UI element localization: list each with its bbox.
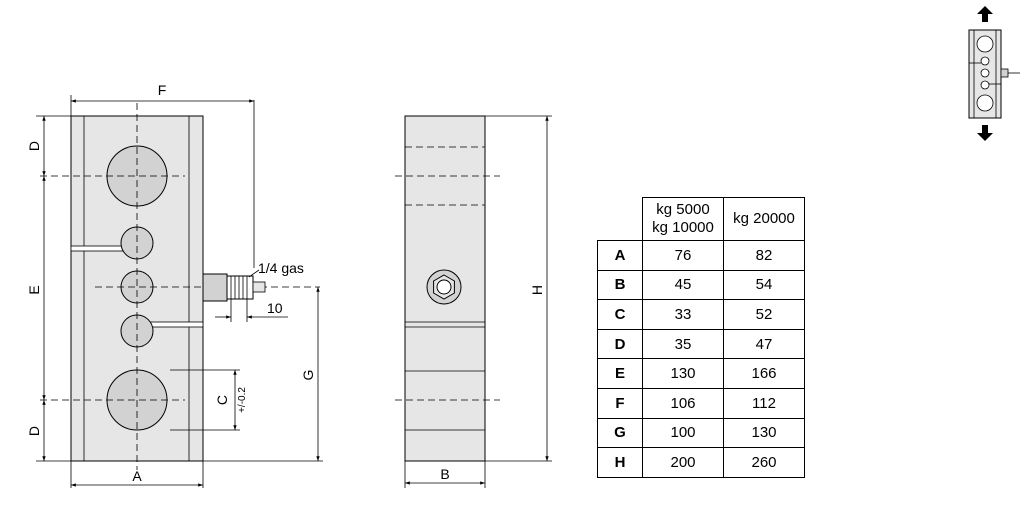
label-E: E — [26, 285, 42, 294]
cell-value: 130 — [723, 417, 805, 449]
table-row: G 100 130 — [597, 417, 805, 449]
cell-value: 33 — [642, 299, 724, 330]
cell-value: 76 — [642, 240, 724, 271]
cell-value: 260 — [723, 447, 805, 478]
center-hole — [120, 270, 154, 304]
label-D-top: D — [26, 141, 42, 151]
cell-value: 100 — [642, 417, 724, 449]
table-corner — [597, 197, 643, 241]
cell-value: 54 — [723, 269, 805, 301]
table-header-row: kg 5000 kg 10000 kg 20000 — [597, 197, 805, 241]
label-C-tolerance: +/-0.2 — [237, 387, 248, 413]
lower-slot — [147, 321, 204, 328]
side-view — [395, 115, 500, 462]
row-label: E — [597, 358, 643, 389]
front-dimensions — [36, 95, 323, 488]
label-C: C — [214, 395, 230, 405]
cell-value: 200 — [642, 447, 724, 478]
table-row: B 45 54 — [597, 269, 805, 301]
arrow-up-icon — [977, 6, 993, 22]
label-H: H — [529, 285, 545, 295]
orientation-icon — [968, 6, 1020, 141]
row-label: A — [597, 240, 643, 271]
header-col1-line1: kg 5000 — [656, 201, 710, 218]
table-row: H 200 260 — [597, 447, 805, 478]
side-connector-bore — [436, 279, 452, 295]
front-view — [40, 103, 320, 470]
cell-value: 82 — [723, 240, 805, 271]
table-row: E 130 166 — [597, 358, 805, 389]
lower-bending-hole — [120, 314, 154, 348]
table-row: C 33 52 — [597, 299, 805, 330]
cell-value: 47 — [723, 328, 805, 360]
cell-value: 130 — [642, 358, 724, 389]
connector-housing — [202, 273, 228, 302]
header-kg20000: kg 20000 — [723, 197, 805, 241]
table-row: F 106 112 — [597, 387, 805, 419]
row-label: F — [597, 387, 643, 419]
row-label: C — [597, 299, 643, 330]
cell-value: 106 — [642, 387, 724, 419]
dimension-table: kg 5000 kg 10000 kg 20000 A 76 82 B 45 5… — [597, 197, 805, 478]
cell-value: 112 — [723, 387, 805, 419]
label-F: F — [158, 82, 167, 98]
arrow-down-icon — [977, 125, 993, 141]
cell-value: 166 — [723, 358, 805, 389]
label-D-bottom: D — [26, 426, 42, 436]
cell-value: 35 — [642, 328, 724, 360]
header-kg5000-kg10000: kg 5000 kg 10000 — [642, 197, 724, 241]
label-G: G — [300, 370, 316, 381]
label-B: B — [440, 466, 449, 482]
cable — [252, 281, 266, 293]
table-row: A 76 82 — [597, 240, 805, 271]
upper-bending-hole — [120, 226, 154, 260]
row-label: B — [597, 269, 643, 301]
header-col1-line2: kg 10000 — [652, 219, 714, 236]
label-ten: 10 — [267, 300, 283, 316]
cell-value: 45 — [642, 269, 724, 301]
label-A: A — [132, 468, 142, 484]
row-label: H — [597, 447, 643, 478]
side-dimensions: H B — [404, 115, 552, 488]
front-dimension-labels: F D E D A C +/-0.2 G 1/4 gas 10 — [26, 82, 316, 484]
upper-slot — [70, 245, 127, 252]
label-gas: 1/4 gas — [258, 260, 304, 276]
row-label: G — [597, 417, 643, 449]
row-label: D — [597, 328, 643, 360]
cell-value: 52 — [723, 299, 805, 330]
table-row: D 35 47 — [597, 328, 805, 360]
